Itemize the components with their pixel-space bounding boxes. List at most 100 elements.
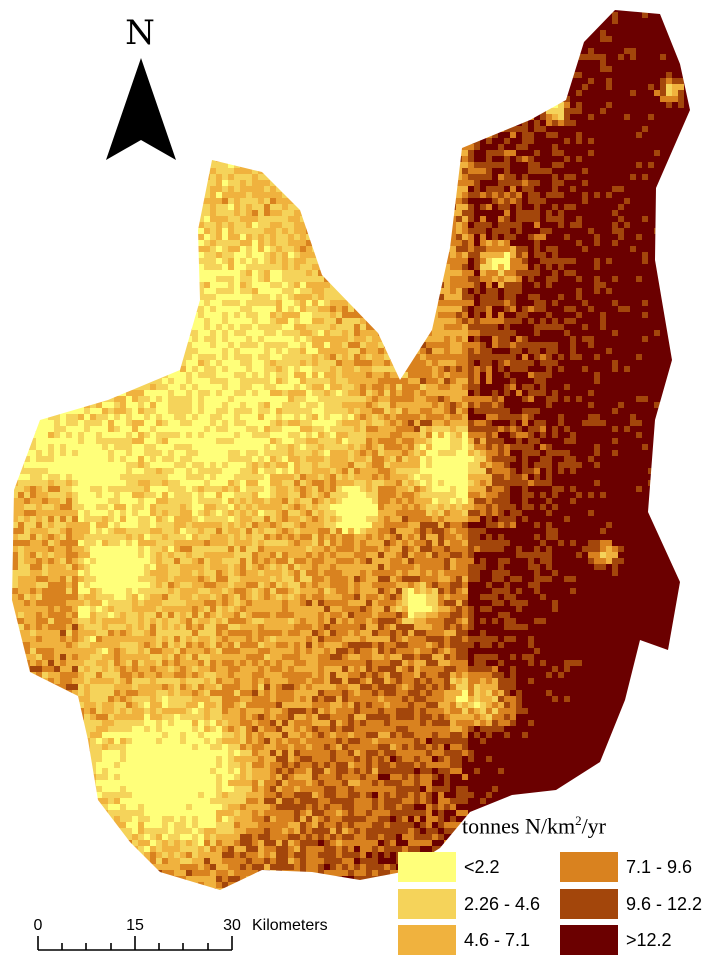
raster-cell — [252, 108, 258, 114]
raster-cell — [186, 54, 192, 60]
raster-cell — [108, 54, 114, 60]
raster-cell — [174, 234, 180, 240]
raster-cell — [618, 174, 624, 180]
raster-cell — [90, 78, 96, 84]
raster-cell — [510, 126, 516, 132]
raster-cell — [156, 90, 162, 96]
raster-cell — [78, 186, 84, 192]
raster-cell — [54, 174, 60, 180]
raster-cell — [552, 18, 558, 24]
raster-cell — [120, 246, 126, 252]
raster-cell — [474, 198, 480, 204]
raster-cell — [318, 102, 324, 108]
raster-cell — [414, 42, 420, 48]
raster-cell — [90, 60, 96, 66]
raster-cell — [546, 168, 552, 174]
raster-cell — [516, 84, 522, 90]
raster-cell — [408, 252, 414, 258]
raster-cell — [180, 150, 186, 156]
raster-cell — [648, 10, 654, 12]
raster-cell — [312, 90, 318, 96]
raster-cell — [174, 198, 180, 204]
raster-cell — [402, 78, 408, 84]
raster-cell — [534, 12, 540, 18]
raster-cell — [492, 150, 498, 156]
raster-cell — [30, 0, 36, 6]
raster-cell — [414, 156, 420, 162]
raster-cell — [492, 210, 498, 216]
raster-cell — [102, 24, 108, 30]
raster-cell — [300, 234, 306, 240]
raster-cell — [222, 96, 228, 102]
raster-cell — [390, 180, 396, 186]
raster-cell — [570, 138, 576, 144]
raster-cell — [462, 150, 468, 156]
raster-cell — [210, 216, 216, 222]
raster-cell — [516, 192, 522, 198]
raster-cell — [246, 204, 252, 210]
raster-cell — [576, 156, 582, 162]
raster-cell — [396, 210, 402, 216]
raster-cell — [300, 138, 306, 144]
raster-cell — [348, 78, 354, 84]
raster-cell — [306, 66, 312, 72]
raster-cell — [540, 0, 546, 6]
raster-cell — [384, 156, 390, 162]
raster-cell — [306, 108, 312, 114]
raster-cell — [690, 114, 696, 120]
raster-cell — [18, 192, 24, 198]
raster-cell — [432, 162, 438, 168]
raster-cell — [168, 246, 174, 252]
raster-cell — [564, 210, 570, 216]
raster-cell — [534, 234, 540, 240]
raster-cell — [456, 84, 462, 90]
raster-cell — [162, 96, 168, 102]
raster-cell — [420, 204, 426, 210]
raster-cell — [654, 234, 660, 240]
raster-cell — [606, 174, 612, 180]
raster-cell — [252, 10, 258, 12]
raster-cell — [420, 192, 426, 198]
raster-cell — [186, 18, 192, 24]
raster-cell — [522, 18, 528, 24]
raster-cell — [450, 126, 456, 132]
raster-cell — [174, 150, 180, 156]
raster-cell — [582, 222, 588, 228]
raster-cell — [426, 180, 432, 186]
raster-cell — [240, 162, 246, 168]
raster-cell — [18, 72, 24, 78]
raster-cell — [474, 150, 480, 156]
raster-cell — [480, 120, 486, 126]
raster-cell — [222, 252, 228, 258]
raster-cell — [546, 60, 552, 66]
raster-cell — [516, 18, 522, 24]
raster-cell — [336, 66, 342, 72]
raster-cell — [498, 66, 504, 72]
raster-cell — [162, 162, 168, 168]
raster-cell — [102, 138, 108, 144]
raster-cell — [624, 66, 630, 72]
raster-cell — [678, 102, 684, 108]
raster-cell — [144, 234, 150, 240]
raster-cell — [222, 60, 228, 66]
raster-cell — [282, 72, 288, 78]
raster-cell — [540, 12, 546, 18]
raster-cell — [246, 144, 252, 150]
raster-cell — [294, 102, 300, 108]
raster-cell — [216, 96, 222, 102]
raster-cell — [468, 138, 474, 144]
raster-cell — [564, 174, 570, 180]
raster-cell — [210, 150, 216, 156]
raster-cell — [624, 222, 630, 228]
raster-cell — [192, 234, 198, 240]
raster-cell — [108, 174, 114, 180]
raster-cell — [12, 30, 18, 36]
raster-cell — [534, 216, 540, 222]
raster-cell — [138, 204, 144, 210]
raster-cell — [330, 102, 336, 108]
raster-cell — [516, 180, 522, 186]
raster-cell — [630, 240, 636, 246]
raster-cell — [552, 114, 558, 120]
raster-cell — [324, 30, 330, 36]
raster-cell — [144, 60, 150, 66]
